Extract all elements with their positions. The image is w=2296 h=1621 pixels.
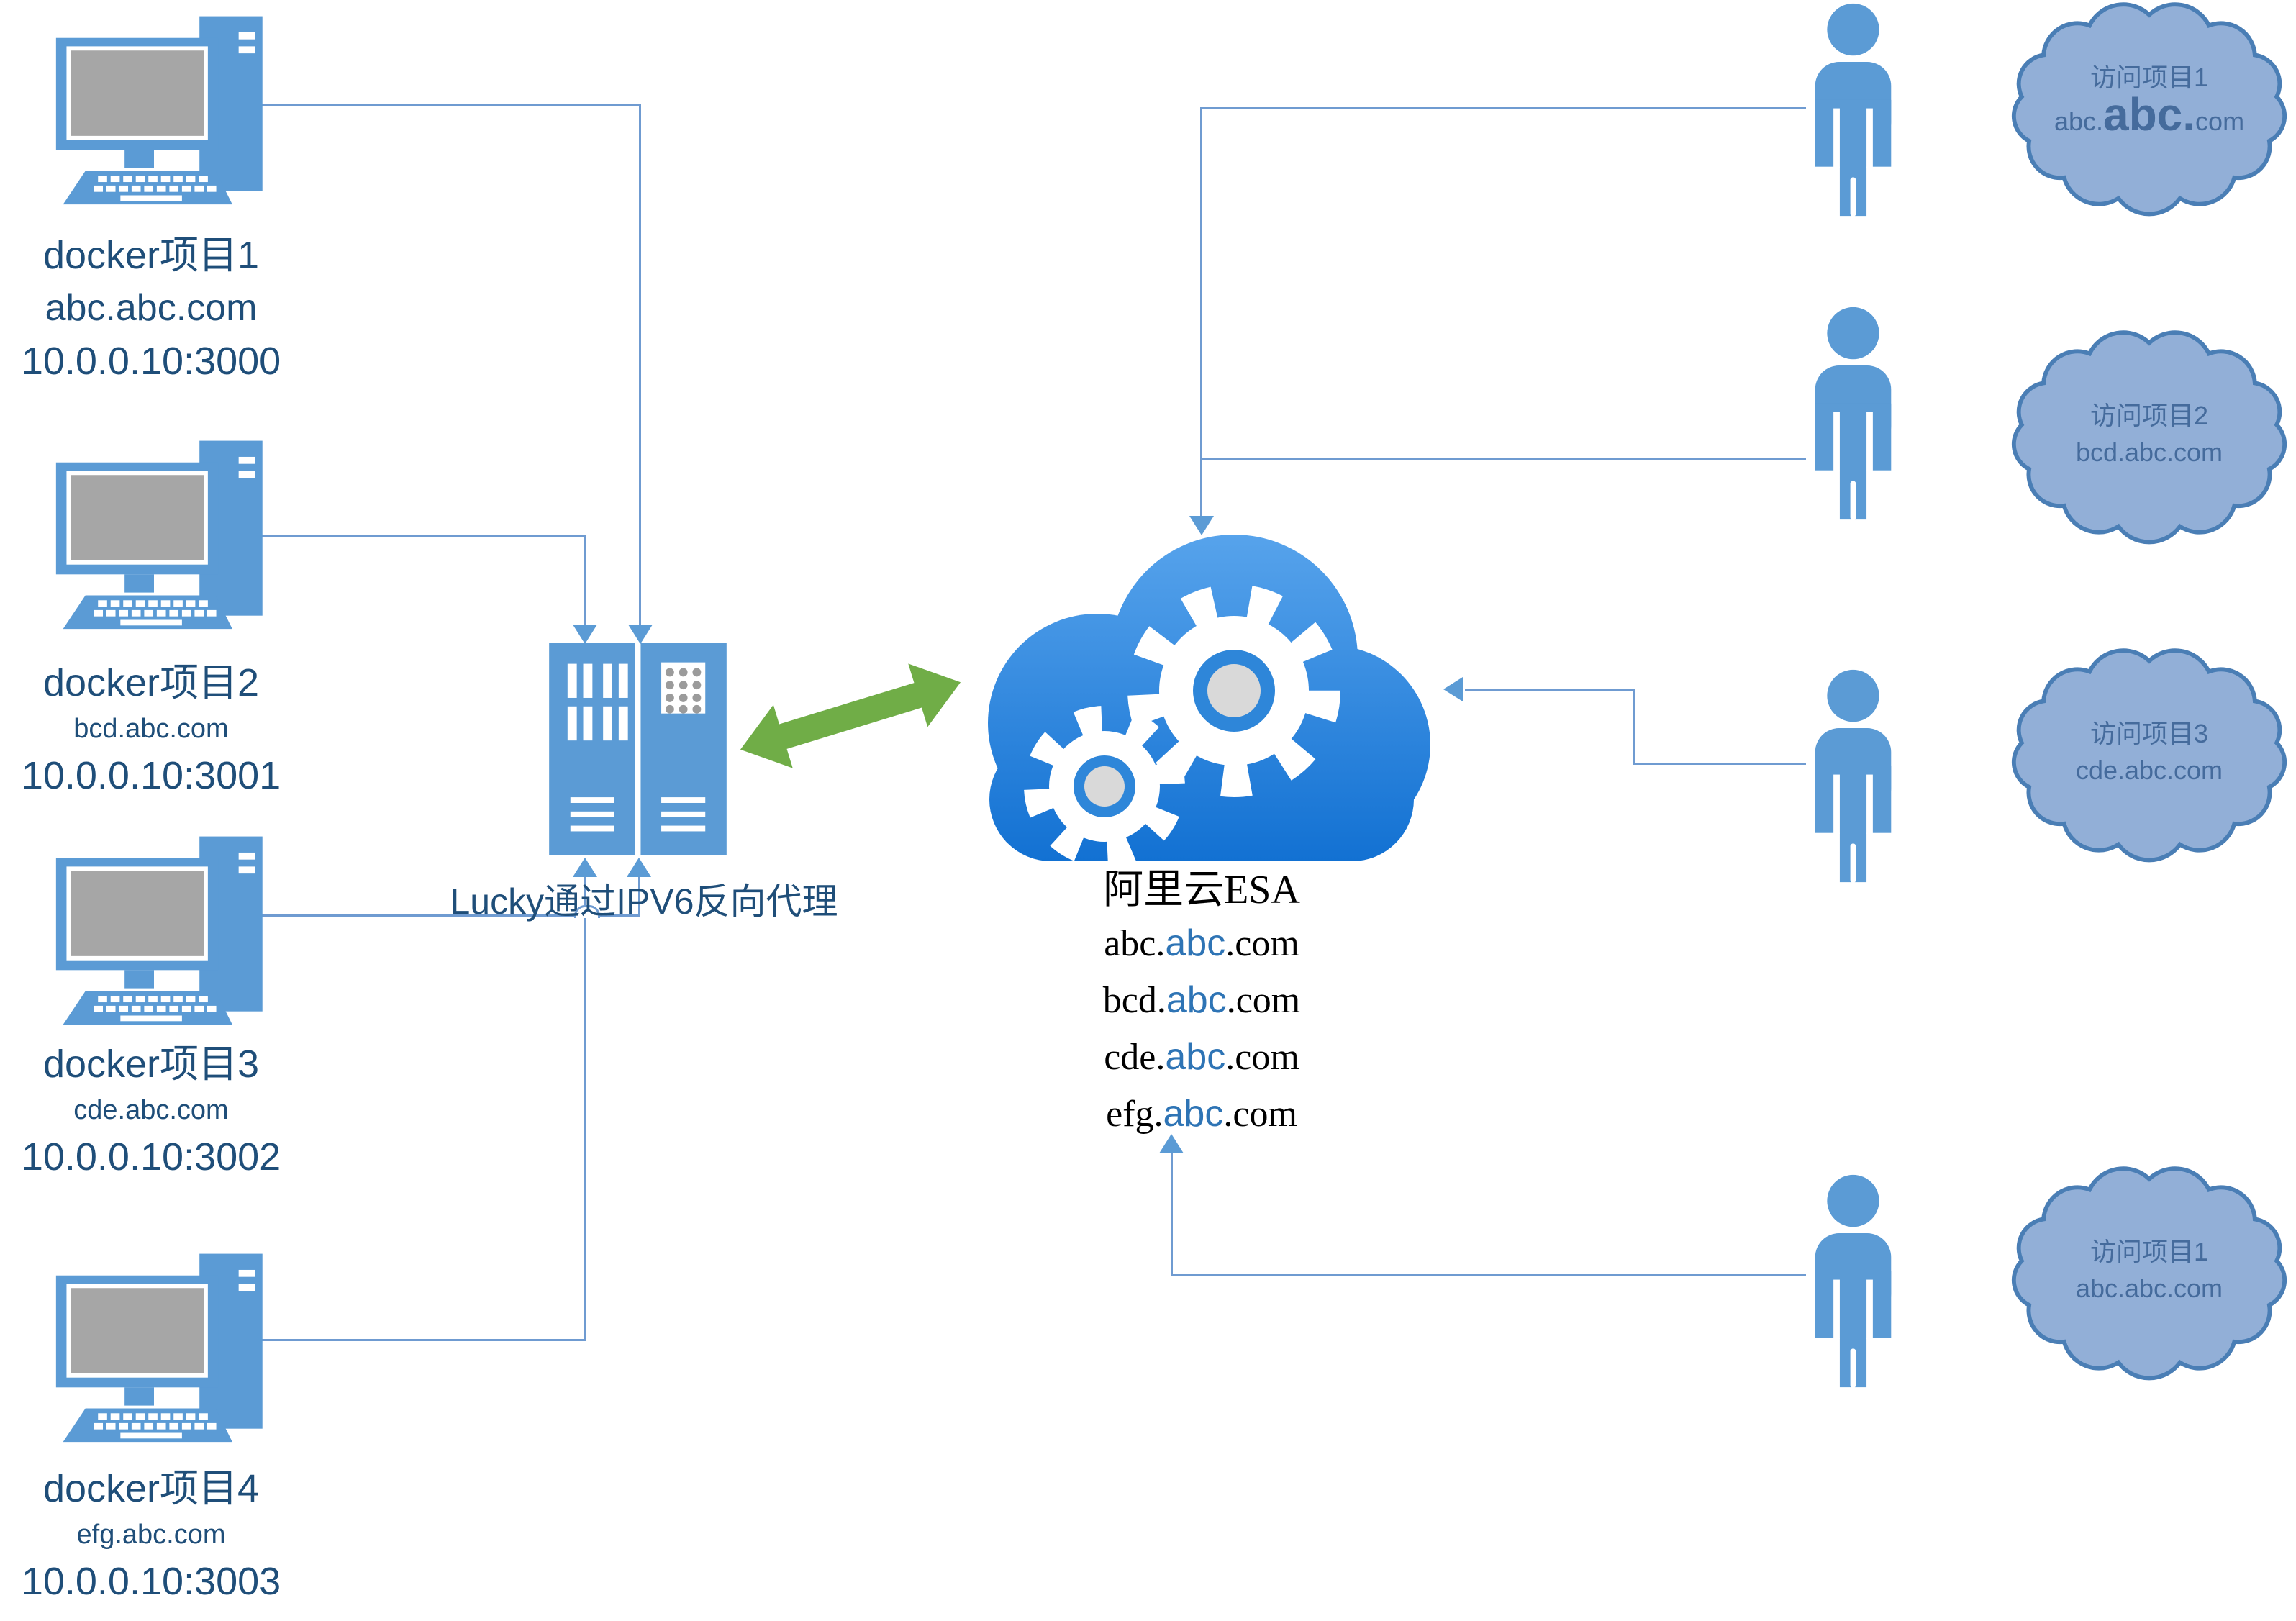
- aliyun-esa-cloud-icon: [988, 535, 1430, 867]
- docker-host-2-domain: bcd.abc.com: [73, 714, 229, 744]
- cloud-shape-icon: [2011, 330, 2287, 545]
- cloud-shape-icon: [2011, 1166, 2287, 1381]
- user-1-icon: [1801, 1, 1905, 219]
- visitor-cloud-4-domain: abc.abc.com: [2075, 1273, 2223, 1303]
- visitor-cloud-4-text: 访问项目1 abc.abc.com: [2005, 1233, 2294, 1307]
- visitor-cloud-2-line1: 访问项目2: [2089, 401, 2209, 430]
- gear-large-icon: [1127, 584, 1340, 797]
- connector-docker3-proxy-v: [638, 877, 640, 917]
- docker-host-1-icon: [42, 6, 266, 209]
- docker-host-1-address: 10.0.0.10:3000: [21, 340, 281, 383]
- connector-users12-esa-v: [1200, 107, 1202, 517]
- esa-domain-1: abc.abc.com: [1104, 922, 1299, 964]
- docker-host-2-icon: [42, 430, 266, 633]
- visitor-cloud-2: 访问项目2 bcd.abc.com: [2005, 324, 2294, 548]
- docker-host-3-icon: [42, 826, 266, 1029]
- proxy-label-part1: Lucky: [450, 881, 545, 922]
- lucky-proxy-label: Lucky通过IPV6反向代理: [414, 879, 874, 924]
- docker-host-4-domain: efg.abc.com: [76, 1520, 226, 1550]
- connector-user2-esa: [1201, 458, 1806, 460]
- esa-domain-3: cde.abc.com: [1104, 1036, 1299, 1078]
- docker-host-3-title: docker项目3: [42, 1043, 260, 1086]
- connector-user4-esa: [1171, 1274, 1806, 1276]
- connector-docker3-proxy: [158, 914, 640, 917]
- connector-docker4-proxy: [158, 1339, 586, 1341]
- docker-host-2-label: docker项目2 bcd.abc.com 10.0.0.10:3001: [0, 656, 302, 803]
- visitor-cloud-1-line1: 访问项目1: [2089, 63, 2209, 92]
- esa-domain-2: bcd.abc.com: [1102, 979, 1301, 1021]
- lucky-proxy-server-icon: [549, 643, 727, 855]
- connector-user3-esa-v: [1633, 689, 1635, 765]
- arrowhead-docker3-proxy: [627, 858, 651, 877]
- docker-host-4-label: docker项目4 efg.abc.com 10.0.0.10:3003: [0, 1462, 302, 1609]
- esa-domain-4: efg.abc.com: [1106, 1093, 1297, 1135]
- proxy-label-part4: 反向代理: [694, 881, 838, 922]
- connector-docker4-proxy-v: [584, 877, 586, 1341]
- arrowhead-user3-esa: [1443, 677, 1463, 701]
- connector-docker1-proxy-v: [639, 104, 641, 626]
- user-4-icon: [1801, 1173, 1905, 1391]
- user-2-icon: [1801, 305, 1905, 523]
- docker-host-3-address: 10.0.0.10:3002: [21, 1135, 281, 1179]
- visitor-cloud-2-text: 访问项目2 bcd.abc.com: [2005, 397, 2294, 471]
- docker-host-3-label: docker项目3 cde.abc.com 10.0.0.10:3002: [0, 1037, 302, 1184]
- arrowhead-docker2-proxy: [573, 625, 597, 644]
- connector-user3-esa-1: [1634, 763, 1806, 765]
- connector-docker2-proxy: [158, 535, 586, 537]
- cloud-shape-icon: [2011, 648, 2287, 863]
- proxy-label-part3: IPV6: [616, 881, 694, 922]
- visitor-cloud-1-domain: abc.abc.com: [2054, 88, 2245, 140]
- proxy-esa-sync-arrow: [740, 663, 961, 768]
- visitor-cloud-1-text: 访问项目1 abc.abc.com: [2005, 59, 2294, 140]
- docker-host-1-domain: abc.abc.com: [45, 287, 258, 329]
- docker-host-1-label: docker项目1 abc.abc.com 10.0.0.10:3000: [0, 229, 302, 389]
- arrowhead-docker1-proxy: [628, 625, 653, 644]
- connector-user1-esa: [1201, 107, 1806, 109]
- esa-title: 阿里云ESA: [1103, 868, 1300, 912]
- docker-host-4-address: 10.0.0.10:3003: [21, 1560, 281, 1603]
- docker-host-2-address: 10.0.0.10:3001: [21, 754, 281, 797]
- esa-domain-list: abc.abc.com bcd.abc.com cde.abc.com efg.…: [1058, 915, 1346, 1143]
- visitor-cloud-4-line1: 访问项目1: [2089, 1237, 2209, 1266]
- arrowhead-user4-esa: [1159, 1134, 1184, 1153]
- connector-docker1-proxy: [158, 104, 641, 106]
- visitor-cloud-3-domain: cde.abc.com: [2075, 755, 2223, 785]
- arrowhead-users12-esa: [1189, 516, 1214, 535]
- visitor-cloud-3-line1: 访问项目3: [2089, 719, 2209, 748]
- visitor-cloud-2-domain: bcd.abc.com: [2075, 437, 2223, 467]
- docker-host-2-title: docker项目2: [42, 661, 260, 704]
- arrowhead-docker4-proxy: [573, 858, 597, 877]
- proxy-label-part2: 通过: [544, 881, 617, 922]
- docker-host-1-title: docker项目1: [42, 234, 260, 277]
- connector-user4-esa-v: [1171, 1152, 1173, 1276]
- line-crossing-hop: [574, 905, 600, 918]
- user-3-icon: [1801, 668, 1905, 886]
- visitor-cloud-3: 访问项目3 cde.abc.com: [2005, 642, 2294, 866]
- docker-host-4-title: docker项目4: [42, 1467, 260, 1510]
- visitor-cloud-4: 访问项目1 abc.abc.com: [2005, 1160, 2294, 1384]
- docker-host-4-icon: [42, 1243, 266, 1446]
- connector-user3-esa-2: [1465, 689, 1635, 691]
- connector-docker2-proxy-v: [584, 535, 586, 626]
- visitor-cloud-1: 访问项目1 abc.abc.com: [2005, 0, 2294, 220]
- cloud-shape-icon: [2011, 2, 2287, 217]
- docker-host-3-domain: cde.abc.com: [73, 1095, 229, 1125]
- visitor-cloud-3-text: 访问项目3 cde.abc.com: [2005, 715, 2294, 789]
